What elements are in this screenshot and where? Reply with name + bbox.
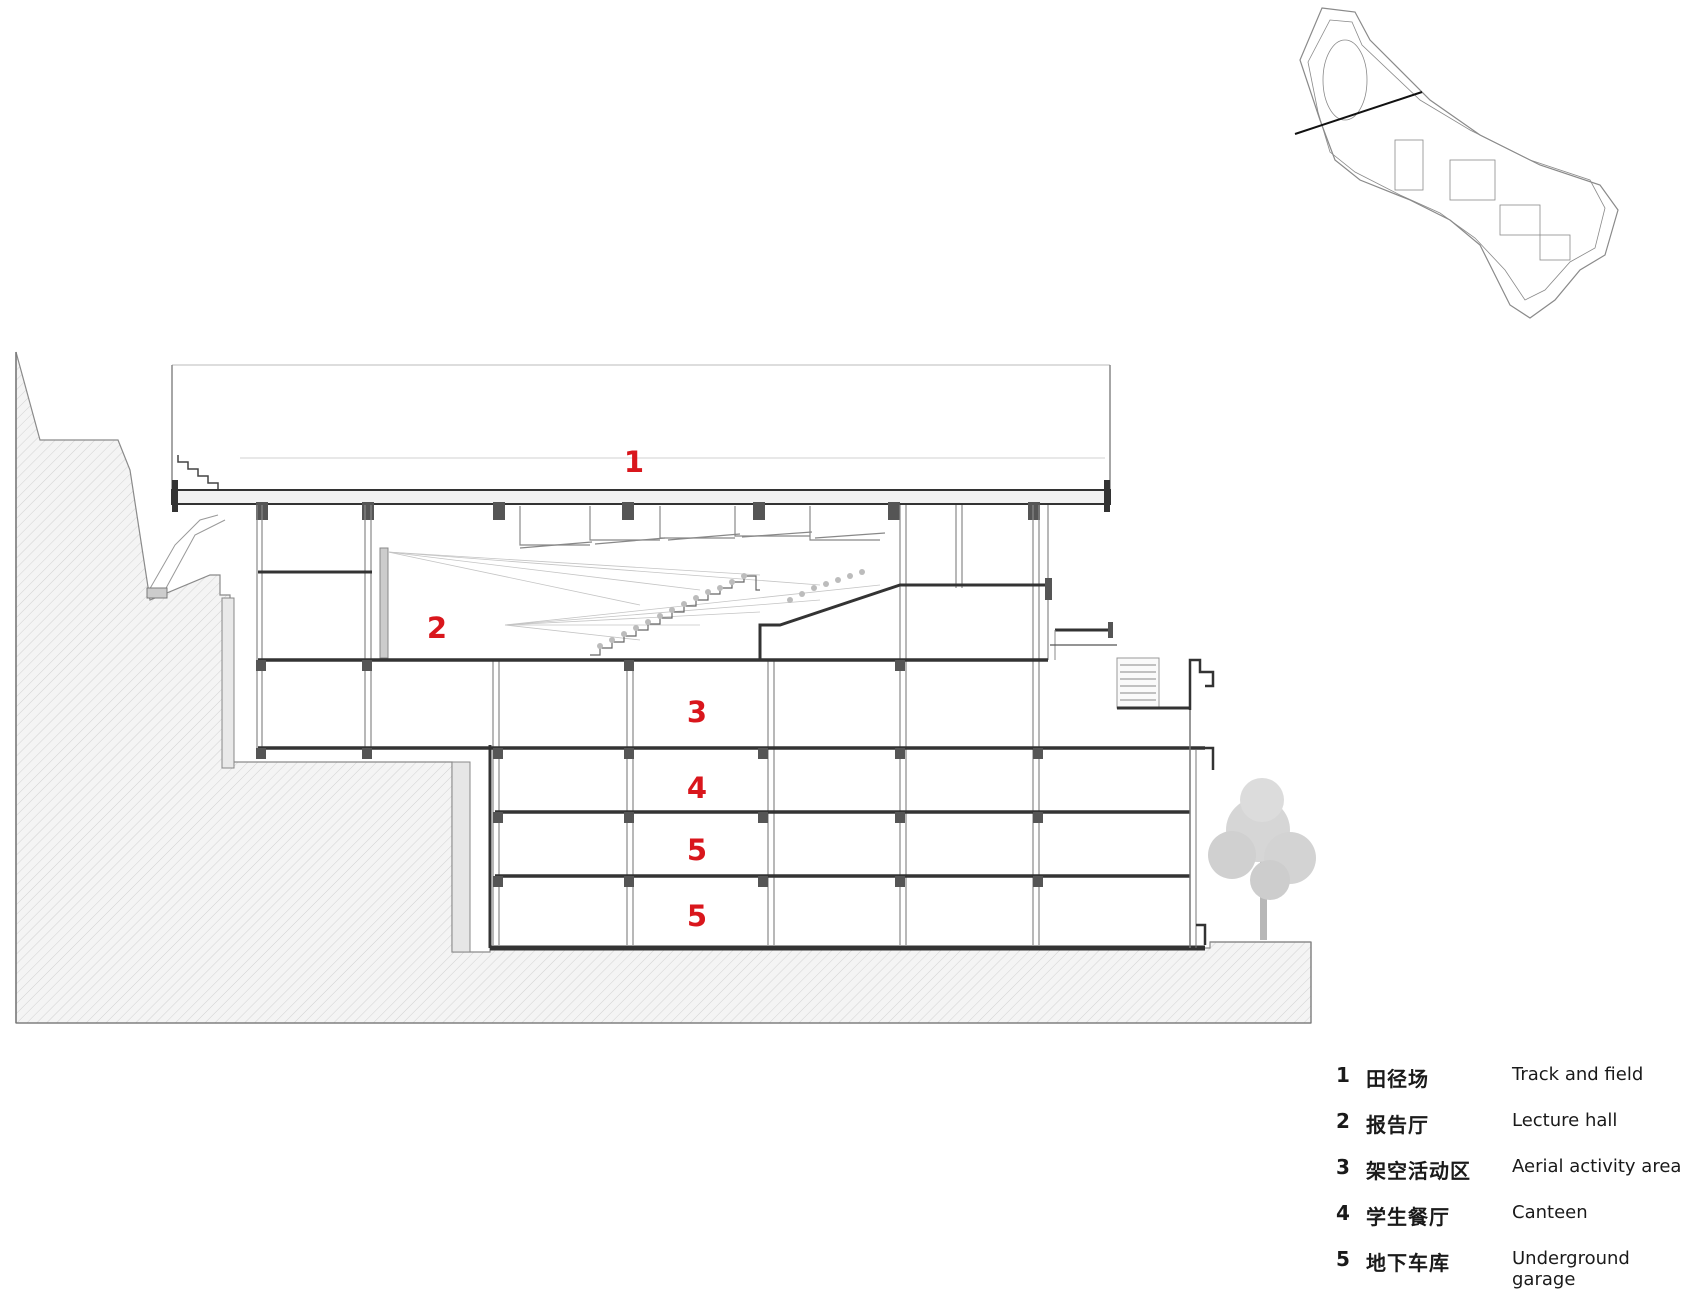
slab-beams [256,660,1043,887]
legend-number: 2 [1336,1109,1350,1133]
legend-number: 1 [1336,1063,1350,1087]
legend-number: 5 [1336,1247,1350,1271]
legend-number: 4 [1336,1201,1350,1225]
legend-chinese-label: 地下车库 [1366,1251,1450,1275]
legend-english-label: Underground garage [1512,1248,1630,1290]
label-canteen: 4 [687,771,707,805]
columns [256,505,1049,945]
tree-illustration [1208,778,1316,940]
legend-item: 3 架空活动区 Aerial activity area [1336,1155,1696,1201]
retaining-wall [146,514,471,953]
label-track-field: 1 [624,445,644,479]
legend-english-label: Lecture hall [1512,1110,1618,1131]
label-garage-b2: 5 [687,899,707,933]
legend-chinese-label: 架空活动区 [1366,1159,1471,1183]
legend-chinese-label: 报告厅 [1366,1113,1429,1137]
legend-item: 2 报告厅 Lecture hall [1336,1109,1696,1155]
exterior-stair [1050,644,1215,948]
earth-mass [15,351,1312,1024]
legend-english-label: Track and field [1512,1064,1644,1085]
legend-english-label: Aerial activity area [1512,1156,1682,1177]
label-lecture-hall: 2 [427,611,447,645]
legend-item: 4 学生餐厅 Canteen [1336,1201,1696,1247]
legend: 1 田径场 Track and field 2 报告厅 Lecture hall… [1336,1063,1696,1293]
legend-item: 1 田径场 Track and field [1336,1063,1696,1109]
legend-chinese-label: 学生餐厅 [1366,1205,1450,1229]
legend-chinese-label: 田径场 [1366,1067,1429,1091]
track-field-level [171,364,1111,512]
label-garage-b1: 5 [687,833,707,867]
key-plan [1294,7,1619,319]
lecture-hall [258,547,1113,660]
floor-slabs [258,658,1205,951]
legend-item: 5 地下车库 Underground garage [1336,1247,1696,1293]
legend-number: 3 [1336,1155,1350,1179]
legend-english-label: Canteen [1512,1202,1588,1223]
ceiling-baffles [519,506,886,549]
label-aerial-activity: 3 [687,695,707,729]
